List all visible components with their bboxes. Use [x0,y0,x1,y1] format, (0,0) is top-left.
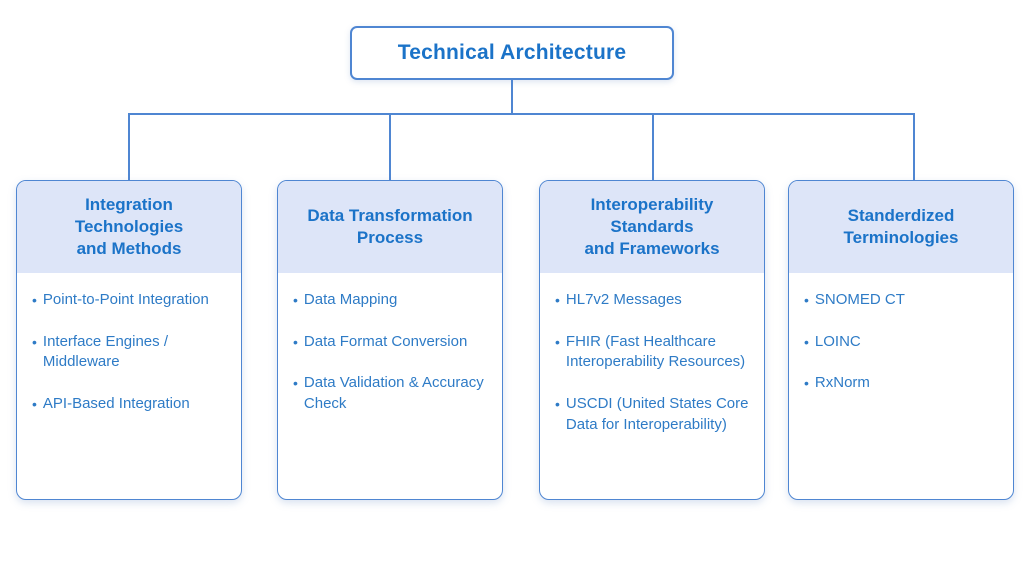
branch-item-label: Point-to-Point Integration [42,291,209,308]
branch-title: Integration Technologies and Methods [17,181,241,273]
branch-item: • RxNorm [804,373,1003,394]
bullet-icon: • [293,333,298,350]
connector-drop-4 [913,113,915,181]
branch-node-interoperability-standards: Interoperability Standards and Framework… [539,180,765,500]
connector-stem [511,80,513,114]
branch-item-list: • HL7v2 Messages • FHIR (Fast Healthcare In… [540,273,764,435]
branch-node-data-transformation: Data Transformation Process • Data Mappin… [277,180,503,500]
connector-drop-1 [128,113,130,181]
bullet-icon: • [293,292,298,308]
branch-item-label: Data Validation & Accuracy Check [303,374,484,413]
branch-item-label: API-Based Integration [42,395,190,413]
branch-item: • FHIR (Fast Healthcare Interoperability … [555,332,754,373]
branch-item-label: Data Mapping [303,291,398,308]
bullet-icon: • [32,333,37,350]
branch-item: • Data Mapping [293,290,492,311]
branch-item: • Data Format Conversion [293,332,492,353]
branch-item-label: Interface Engines / Middleware [42,332,168,371]
connector-drop-3 [652,113,654,181]
bullet-icon: • [804,375,809,392]
branch-node-integration-technologies: Integration Technologies and Methods • Po… [16,180,242,500]
branch-item-label: HL7v2 Messages [565,291,682,308]
bullet-icon: • [32,292,37,308]
branch-item: • HL7v2 Messages [555,290,754,311]
branch-item-label: USCDI (United States Core Data for Inter… [565,395,749,433]
bullet-icon: • [804,333,809,350]
branch-item-label: LOINC [814,332,861,350]
branch-node-standardized-terminologies: Standerdized Terminologies • SNOMED CT • LO… [788,180,1014,500]
branch-item: • Point-to-Point Integration [32,290,231,311]
connector-horizontal-bar [128,113,915,115]
branch-item: • Data Validation & Accuracy Check [293,373,492,414]
branch-item: • API-Based Integration [32,394,231,415]
connector-drop-2 [389,113,391,181]
branch-item: • USCDI (United States Core Data for Inte… [555,394,754,435]
branch-item-list: • SNOMED CT • LOINC • RxNorm [789,273,1013,394]
branch-title: Standerdized Terminologies [789,181,1013,273]
branch-item: • Interface Engines / Middleware [32,332,231,373]
bullet-icon: • [32,396,37,413]
branch-item: • SNOMED CT [804,290,1003,311]
branch-title: Data Transformation Process [278,181,502,273]
bullet-icon: • [293,375,298,392]
root-node-title: Technical Architecture [397,41,627,64]
root-node-technical-architecture: Technical Architecture [350,26,674,80]
bullet-icon: • [804,292,809,308]
bullet-icon: • [555,396,560,413]
branch-title: Interoperability Standards and Framework… [540,181,764,273]
bullet-icon: • [555,333,560,350]
branch-item-label: Data Format Conversion [303,332,468,350]
branch-item-label: FHIR (Fast Healthcare Interoperability R… [565,332,746,371]
branch-item-label: RxNorm [814,374,870,392]
branch-item-list: • Point-to-Point Integration • Interface En… [17,273,241,415]
branch-item-list: • Data Mapping • Data Format Conversion • Dat… [278,273,502,415]
branch-item: • LOINC [804,332,1003,353]
bullet-icon: • [555,292,560,308]
branch-item-label: SNOMED CT [814,291,905,308]
